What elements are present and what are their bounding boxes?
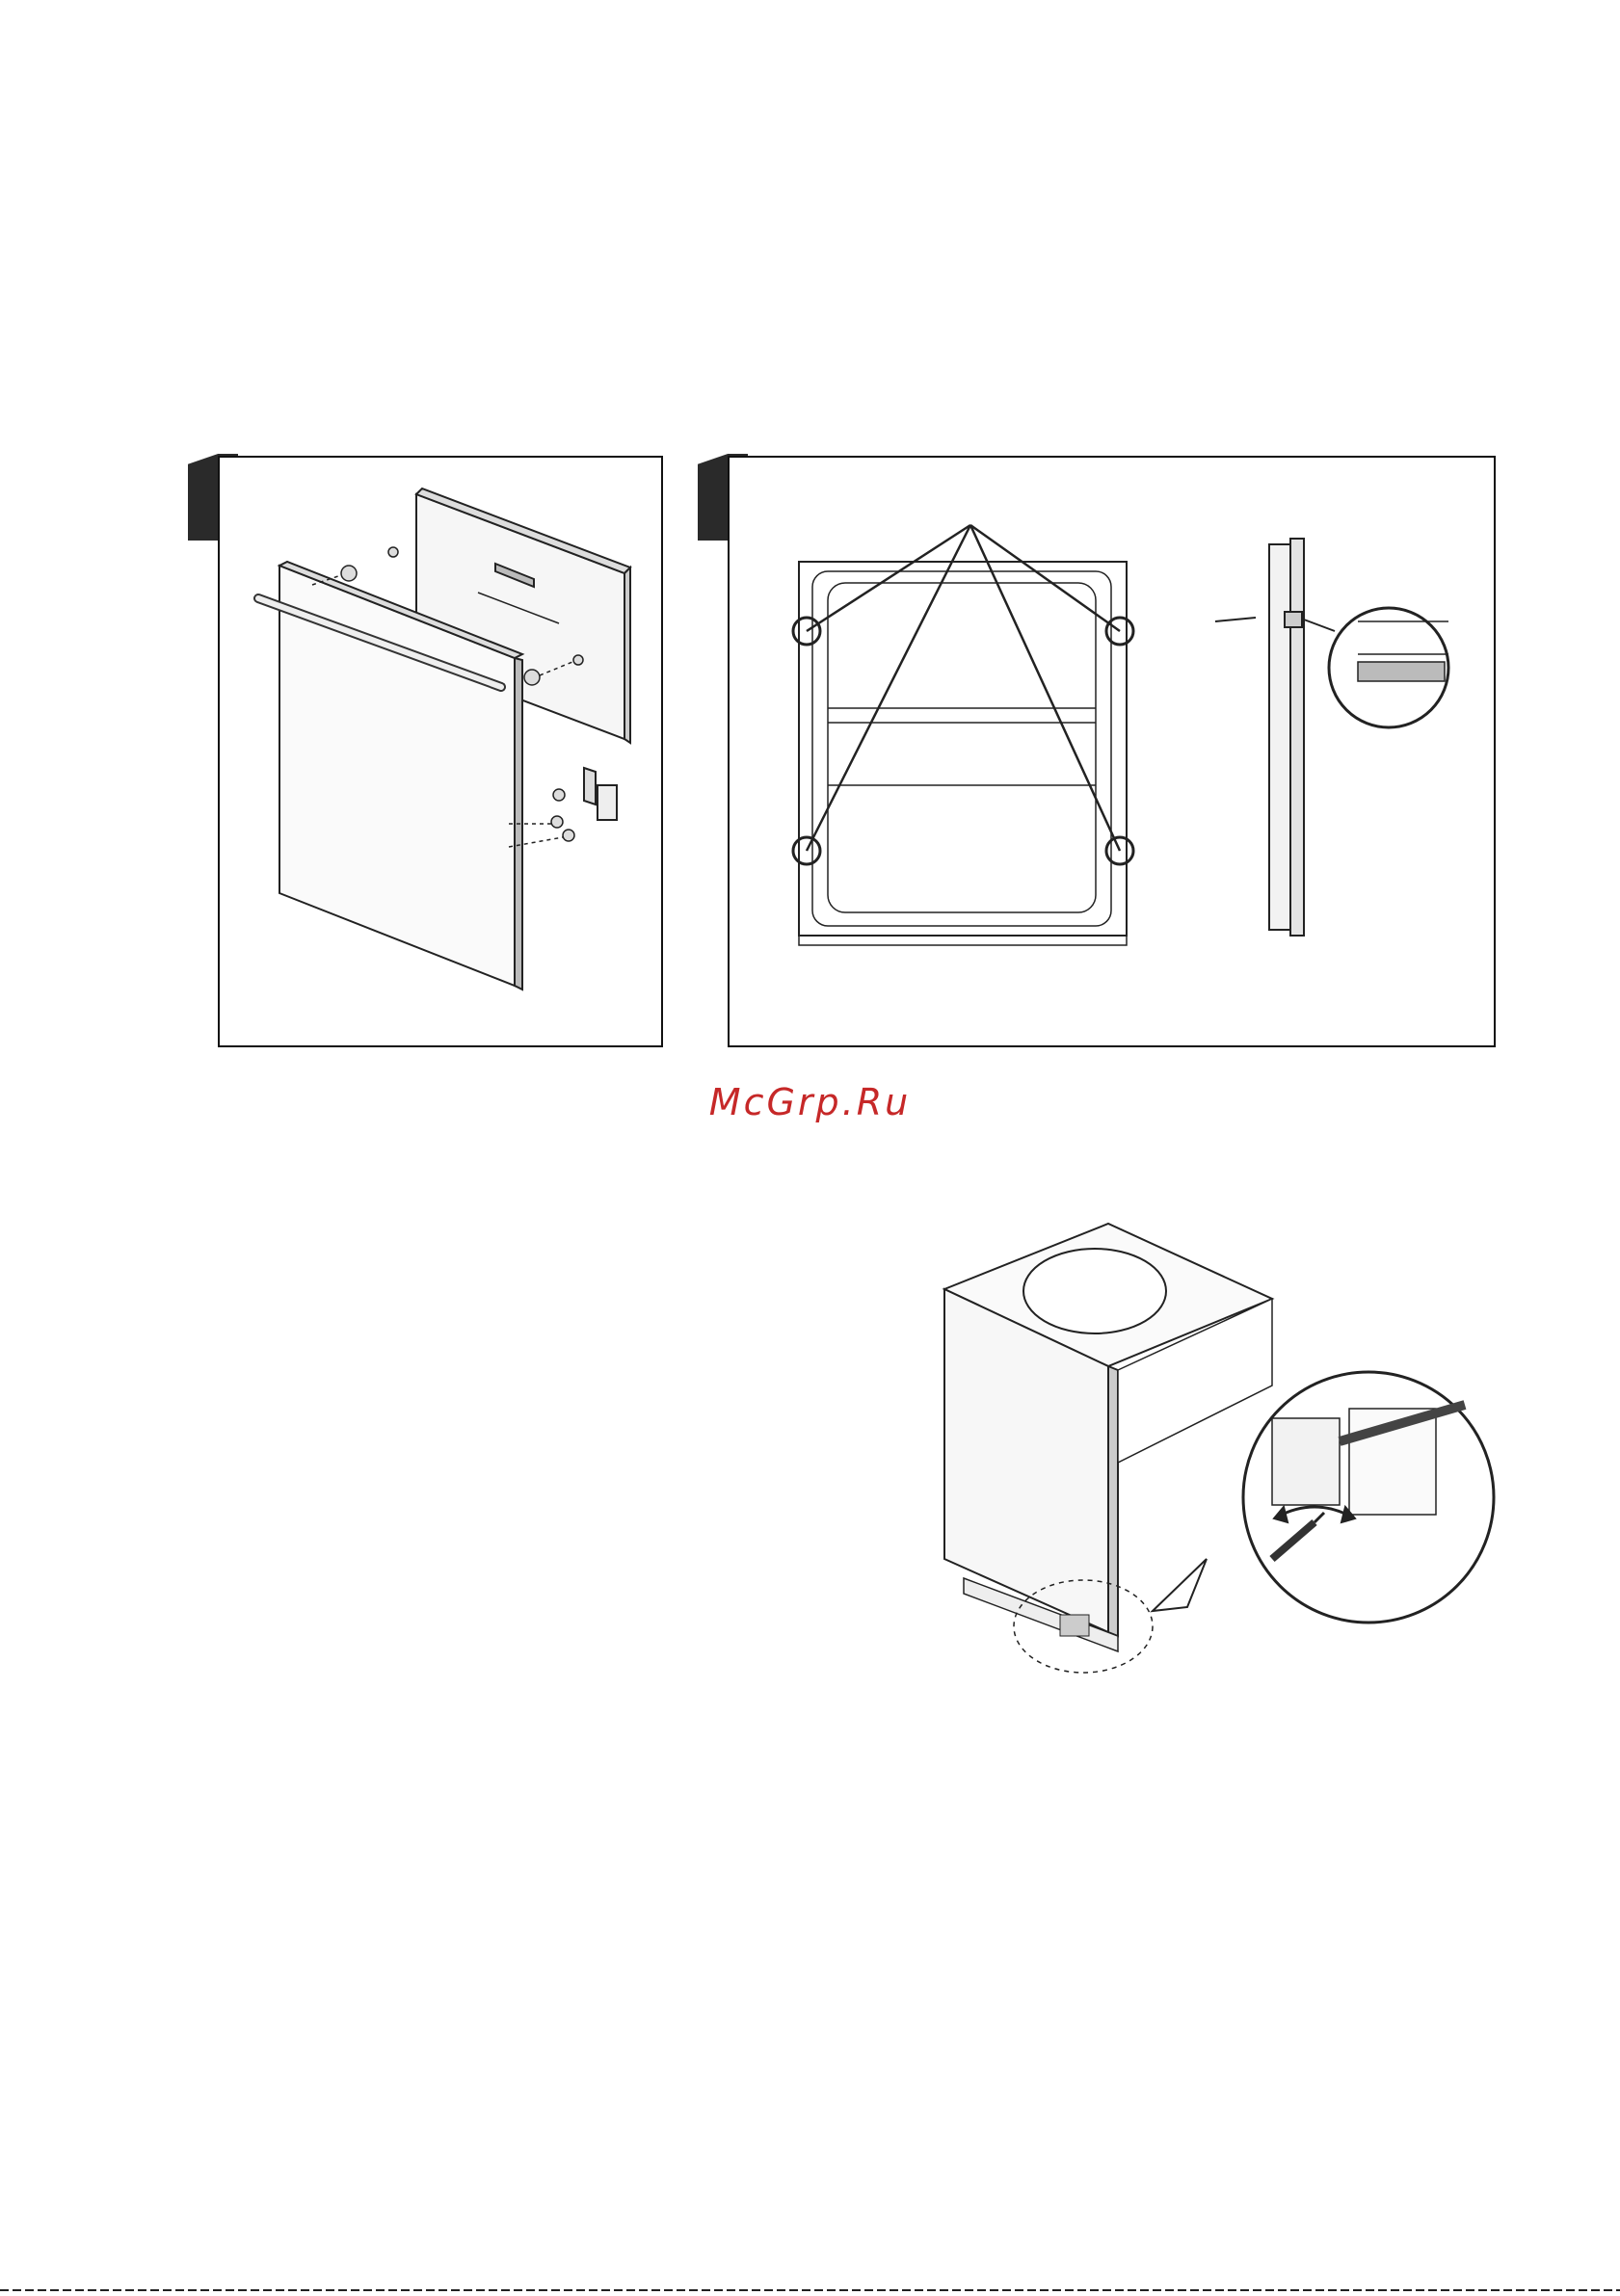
dishwasher-drawing	[925, 1212, 1503, 1703]
step-2-figure	[728, 456, 1496, 1047]
door-panel-assembly-drawing	[220, 458, 661, 1045]
dishwasher-height-adjustment-illustration	[925, 1212, 1503, 1703]
step-1-figure	[218, 456, 663, 1047]
watermark: McGrp.Ru	[0, 1081, 1620, 1123]
page-bottom-rule	[0, 2289, 1620, 2291]
door-screw-locations-drawing	[730, 458, 1494, 1045]
